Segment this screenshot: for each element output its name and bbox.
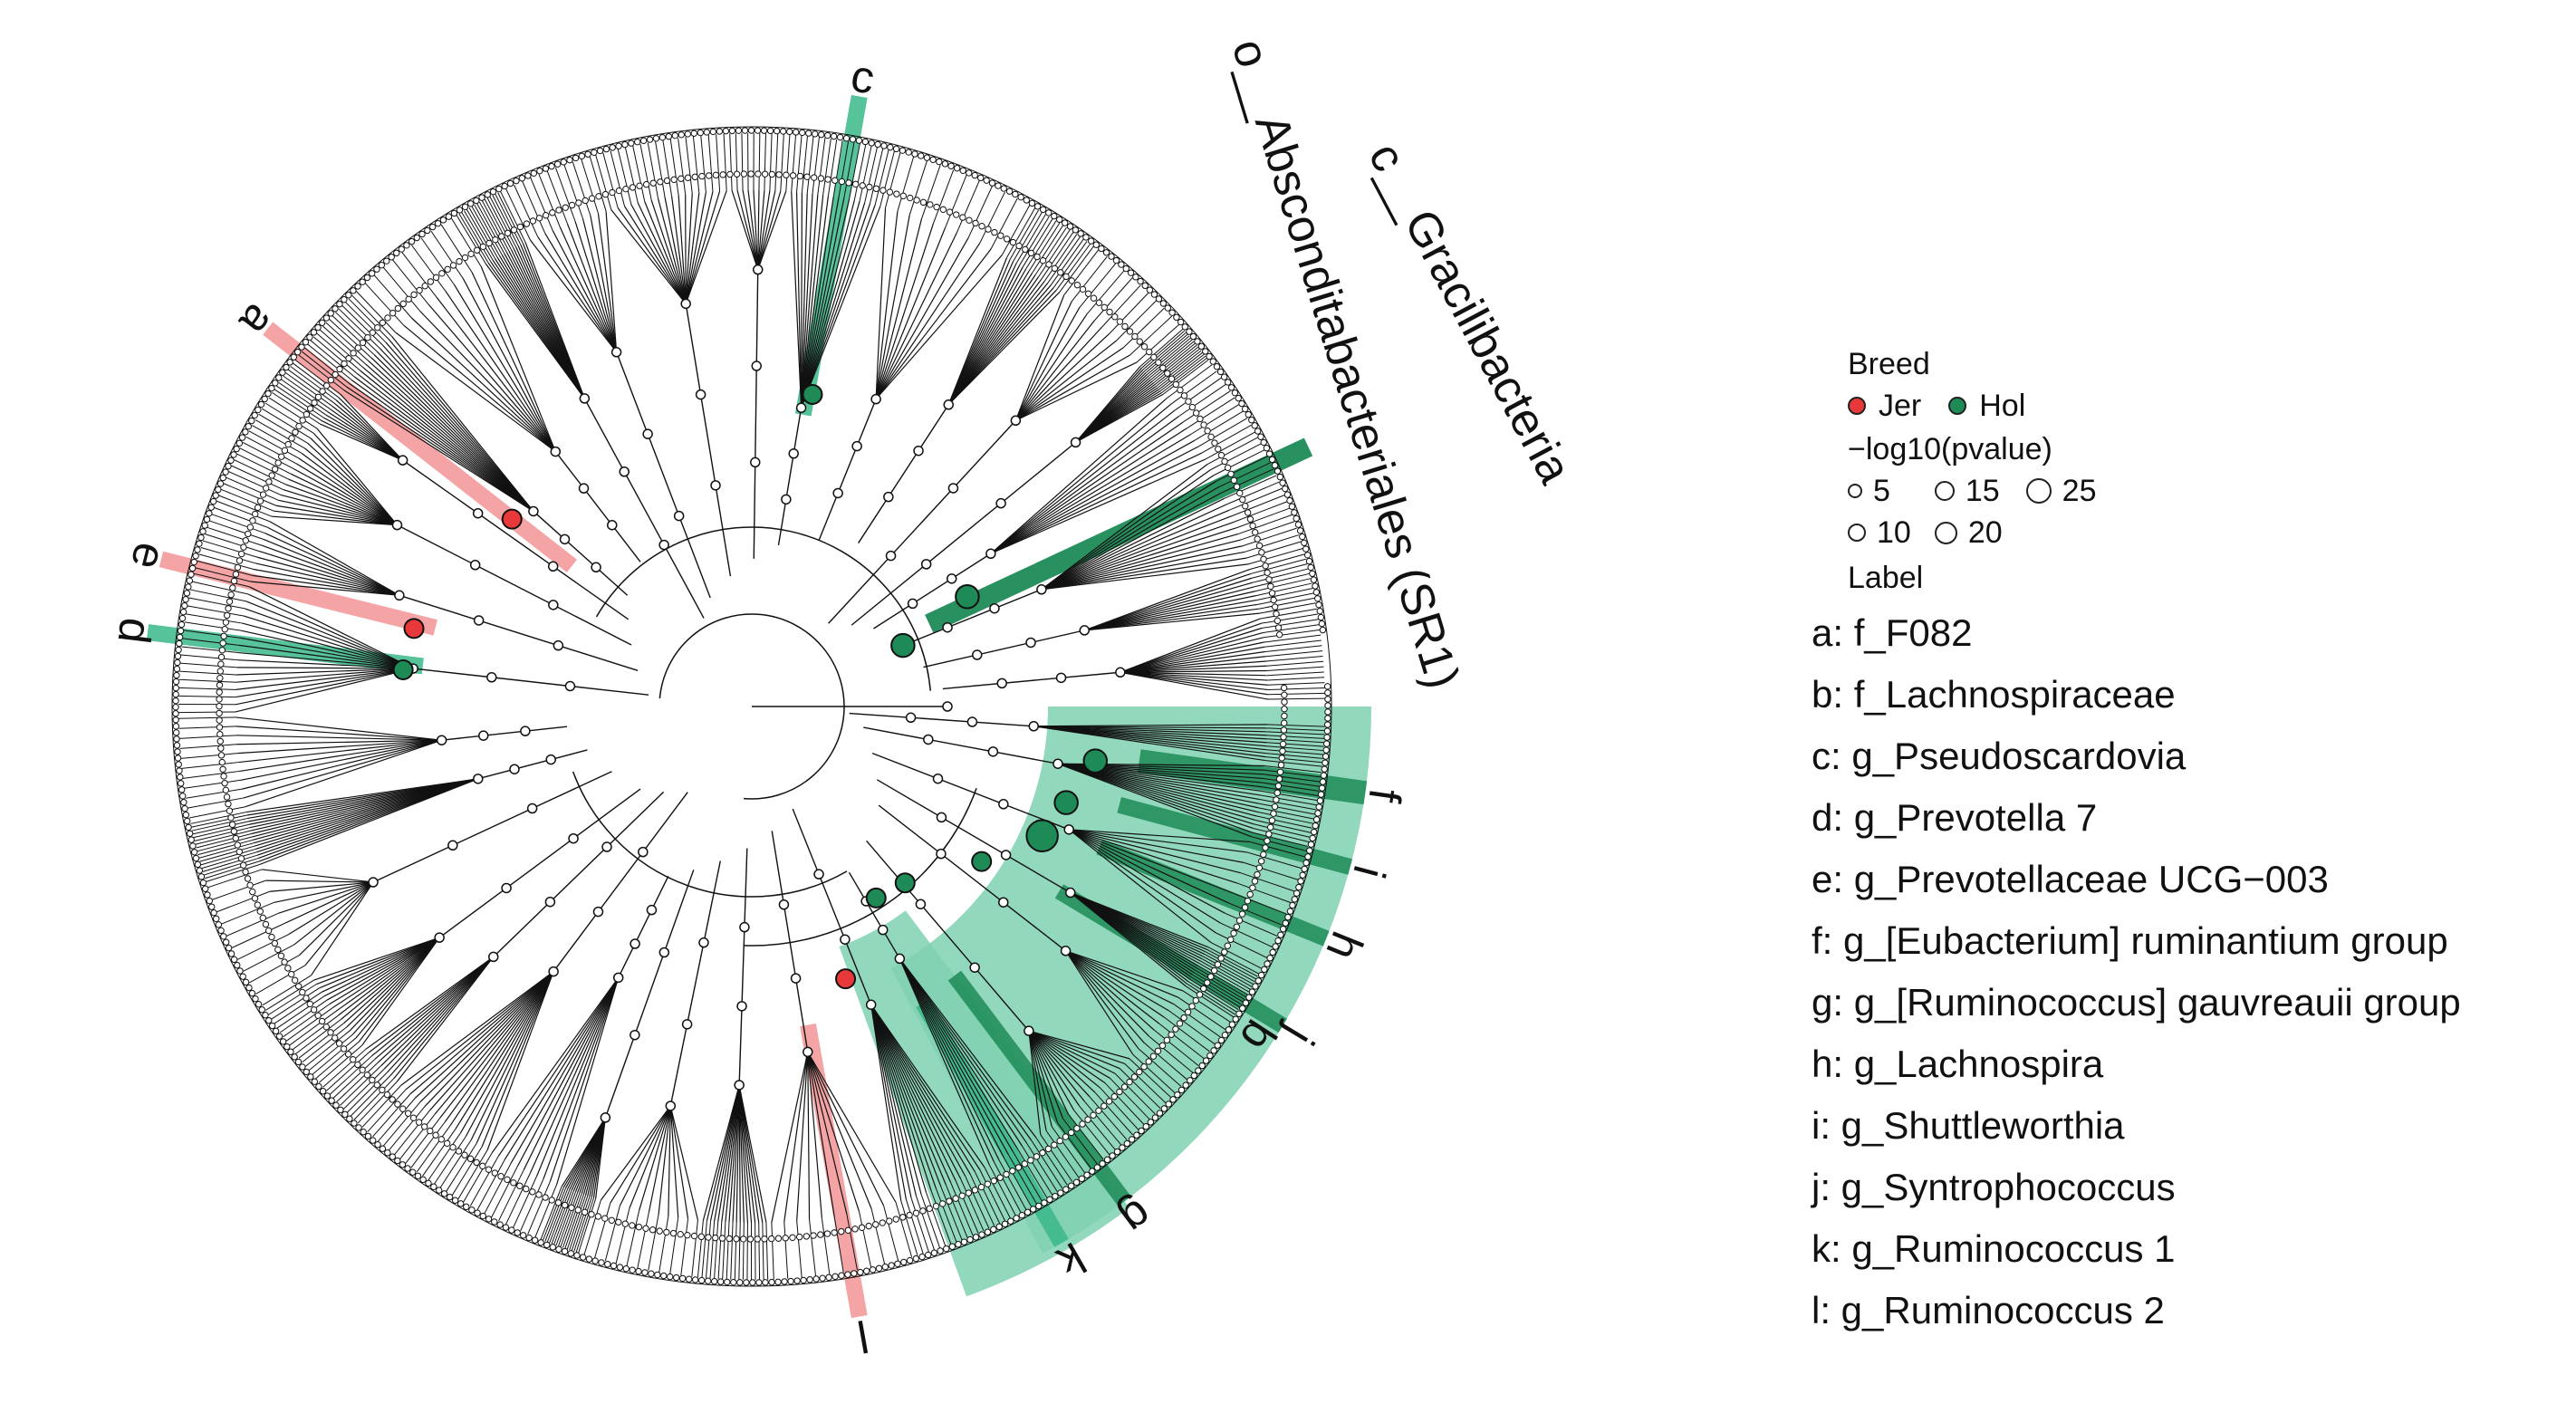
clade-letter-f: f xyxy=(1359,785,1410,805)
highlight-node-7 xyxy=(1053,790,1079,815)
tip-nodes xyxy=(172,127,1331,1286)
size-5-label: 5 xyxy=(1873,474,1890,508)
legend-breed-items: Jer Hol xyxy=(1848,390,2096,421)
highlight-node-9 xyxy=(971,851,993,872)
highlight-node-0 xyxy=(501,508,523,530)
legend-hol-label: Hol xyxy=(1979,389,2026,423)
highlight-node-3 xyxy=(802,383,823,405)
size-10-label: 10 xyxy=(1877,515,1911,550)
label-h: h: g_Lachnospira xyxy=(1812,1043,2104,1085)
size-5-circle-icon xyxy=(1848,484,1862,498)
hol-dot-icon xyxy=(1948,397,1967,415)
highlight-node-4 xyxy=(955,584,980,610)
size-item-20: 20 xyxy=(1934,515,2003,550)
label-d: d: g_Prevotella 7 xyxy=(1812,796,2098,839)
clade-letter-k: k xyxy=(1048,1233,1094,1288)
legend-size-title: −log10(pvalue) xyxy=(1848,432,2052,466)
label-b: b: f_Lachnospiraceae xyxy=(1812,673,2176,716)
tree-branches xyxy=(171,126,1332,1287)
size-25-circle-icon xyxy=(2025,478,2052,504)
clade-letter-j: j xyxy=(1275,1017,1325,1053)
bar-g xyxy=(947,970,1131,1206)
size-15-circle-icon xyxy=(1934,481,1955,501)
label-f: f: g_[Eubacterium] ruminantium group xyxy=(1812,919,2448,962)
highlight-node-12 xyxy=(835,968,857,990)
label-k: k: g_Ruminococcus 1 xyxy=(1812,1227,2176,1270)
jer-dot-icon xyxy=(1848,397,1866,415)
label-g: g: g_[Ruminococcus] gauvreauii group xyxy=(1812,981,2461,1024)
taxon-labels: c__Gracilibacteria o__Absconditabacteria… xyxy=(1222,34,1582,695)
size-item-25: 25 xyxy=(2025,474,2097,508)
label-a: a: f_F082 xyxy=(1812,611,1973,654)
label-i: i: g_Shuttleworthia xyxy=(1812,1104,2125,1147)
size-20-circle-icon xyxy=(1934,521,1957,544)
size-15-label: 15 xyxy=(1965,474,2000,508)
highlight-node-6 xyxy=(1082,748,1109,774)
clade-letter-i: i xyxy=(1343,860,1395,883)
clade-letter-e: e xyxy=(121,538,177,575)
highlight-node-8 xyxy=(1025,819,1059,853)
clade-letter-l: l xyxy=(853,1311,872,1362)
size-20-label: 20 xyxy=(1967,515,2003,550)
label-l: l: g_Ruminococcus 2 xyxy=(1812,1289,2165,1331)
highlight-nodes xyxy=(392,383,1109,990)
size-25-label: 25 xyxy=(2062,474,2097,508)
highlight-node-2 xyxy=(392,659,414,681)
size-item-15: 15 xyxy=(1934,474,2003,508)
size-item-5: 5 xyxy=(1848,476,1911,506)
highlight-node-1 xyxy=(403,618,425,639)
bar-a xyxy=(263,322,577,572)
label-j: j: g_Syntrophococcus xyxy=(1812,1166,2176,1208)
clade-letter-h: h xyxy=(1316,925,1372,967)
clade-letter-c: c xyxy=(847,50,878,103)
legend: Breed Jer Hol −log10(pvalue) 5 15 25 10 … xyxy=(1848,349,2096,604)
label-c: c: g_Pseudoscardovia xyxy=(1812,735,2187,777)
size-10-circle-icon xyxy=(1848,524,1866,542)
legend-breed-title: Breed xyxy=(1848,347,1930,381)
highlight-node-10 xyxy=(894,872,916,894)
legend-size-items: 5 15 25 10 20 xyxy=(1848,476,2096,548)
bar-f xyxy=(1137,749,1368,805)
size-item-10: 10 xyxy=(1848,517,1911,548)
highlight-node-11 xyxy=(865,887,887,908)
legend-jer-label: Jer xyxy=(1879,389,1922,423)
clade-label-list: a: f_F082 b: f_Lachnospiraceae c: g_Pseu… xyxy=(1812,611,2461,1351)
highlight-node-5 xyxy=(890,632,916,658)
label-e: e: g_Prevotellaceae UCG−003 xyxy=(1812,858,2329,900)
legend-label-title: Label xyxy=(1848,561,1924,595)
clade-letter-d: d xyxy=(108,615,161,646)
